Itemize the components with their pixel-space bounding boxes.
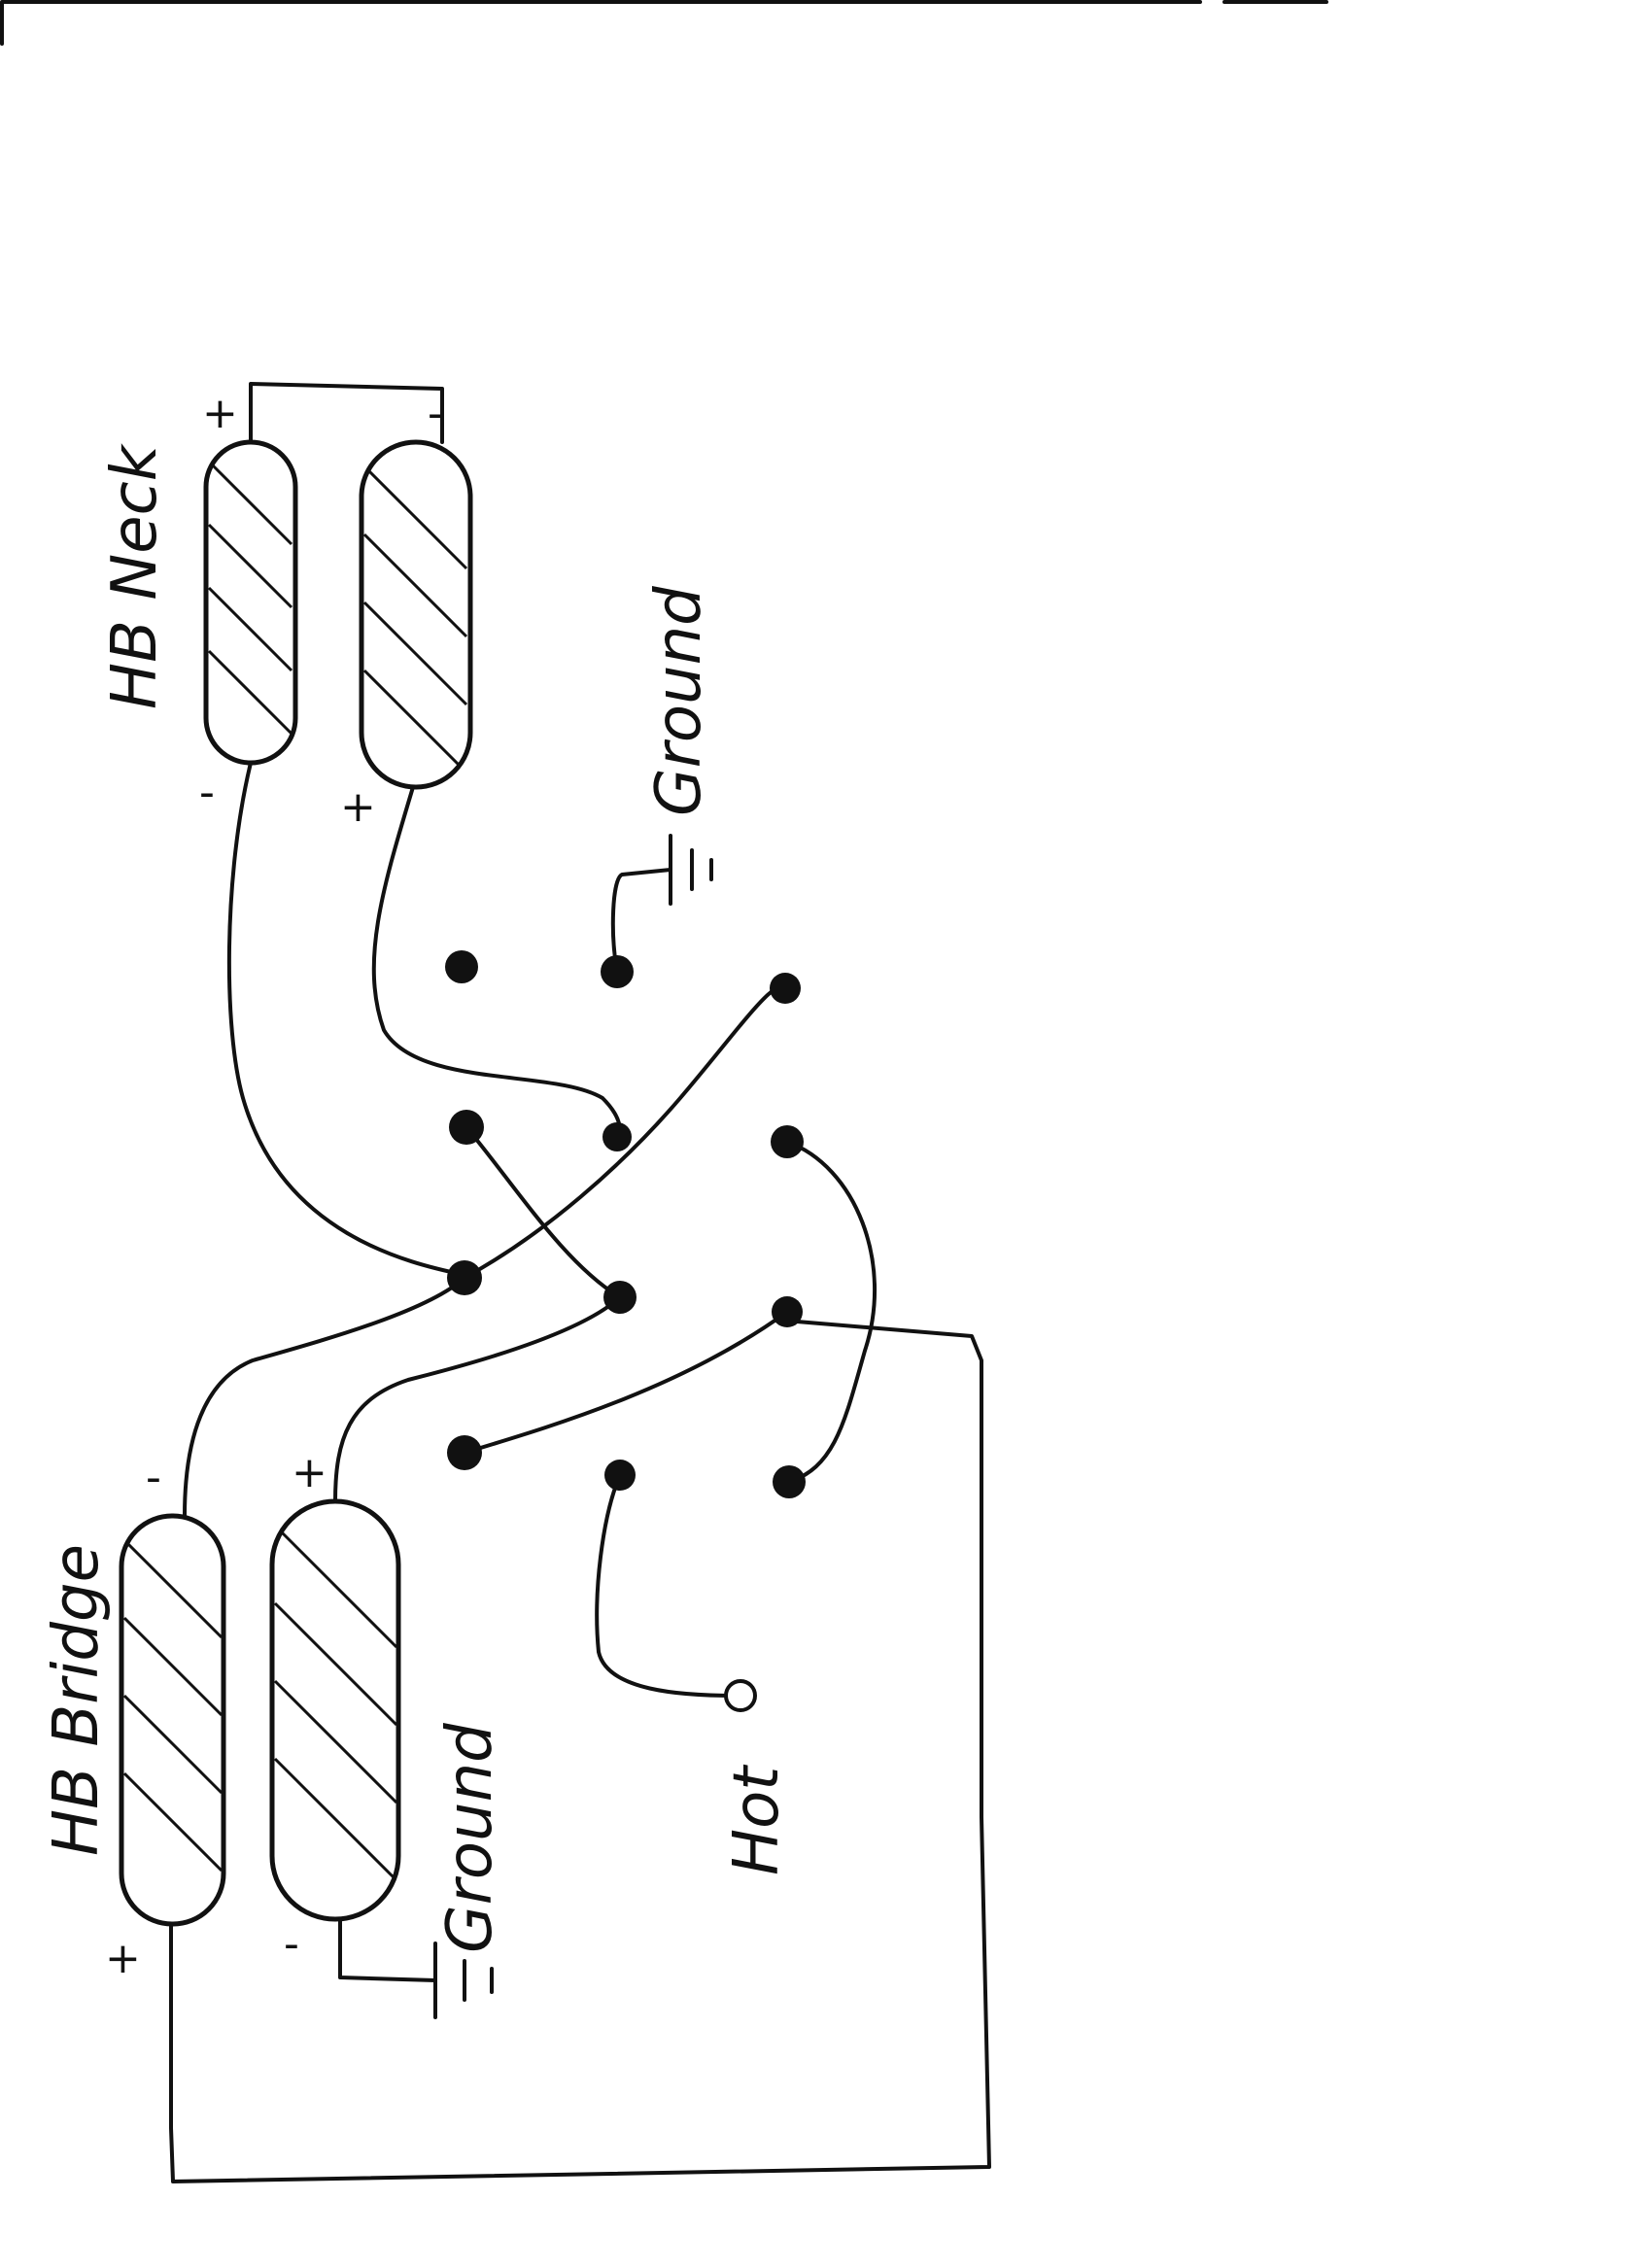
hot-output-terminal	[724, 1679, 757, 1712]
wire-bridge-minus	[183, 1276, 466, 1518]
polarity-marker: +	[105, 1934, 141, 1983]
wire-lug-top-right-to-center-left	[463, 985, 787, 1280]
scan-edge-mark	[0, 0, 1202, 46]
neck-pickup: HB Neck + - - +	[99, 389, 473, 832]
switch-lug	[773, 1465, 806, 1498]
ground-symbol-bridge	[433, 1942, 494, 2019]
ground-label-bridge: Ground	[434, 1723, 506, 1953]
switch-lug	[604, 1460, 636, 1491]
polarity-marker: -	[199, 768, 215, 817]
neck-pickup-label: HB Neck	[99, 442, 171, 709]
ground-label-neck: Ground	[643, 586, 715, 816]
bridge-pickup: HB Bridge - + + -	[41, 1448, 401, 1983]
neck-coil-a	[203, 439, 298, 766]
polarity-marker: -	[284, 1919, 299, 1969]
neck-coil-b	[359, 439, 473, 790]
wire-bridge-plus-loop	[169, 1320, 991, 2183]
polarity-marker: -	[146, 1453, 161, 1502]
wire-neck-minus	[226, 761, 466, 1277]
polarity-marker: +	[292, 1448, 327, 1497]
switch-lug	[770, 973, 801, 1004]
switch-lug	[447, 1435, 482, 1470]
wire-neck-series-link	[249, 382, 444, 444]
wire-neck-plus	[371, 785, 622, 1139]
wire-lug-mid-left-to-center	[465, 1125, 622, 1299]
hot-label: Hot	[721, 1764, 793, 1875]
polarity-marker: -	[428, 389, 443, 438]
wire-lug-bottom-left-to-center-right	[463, 1310, 789, 1455]
ground-symbol-neck	[669, 834, 713, 906]
wire-bridge-ground	[338, 1917, 437, 1982]
bridge-coil-b	[269, 1498, 401, 1922]
polarity-marker: +	[202, 389, 238, 438]
bridge-coil-a	[119, 1513, 226, 1927]
switch-lug	[603, 1281, 637, 1314]
bridge-pickup-label: HB Bridge	[41, 1544, 113, 1856]
wire-bridge-plus	[333, 1295, 622, 1503]
wire-lug-mid-right-to-bottom-right	[785, 1140, 878, 1484]
wire-lug-bottom-center-to-hot	[595, 1473, 739, 1698]
switch-lug	[601, 955, 634, 988]
switch-lug	[772, 1296, 803, 1327]
switch-lug	[771, 1125, 804, 1158]
switch-lug	[602, 1122, 632, 1151]
polarity-marker: +	[340, 782, 376, 832]
switch-lug	[445, 950, 478, 983]
switch-lug	[447, 1260, 482, 1295]
switch-lug	[449, 1110, 484, 1145]
